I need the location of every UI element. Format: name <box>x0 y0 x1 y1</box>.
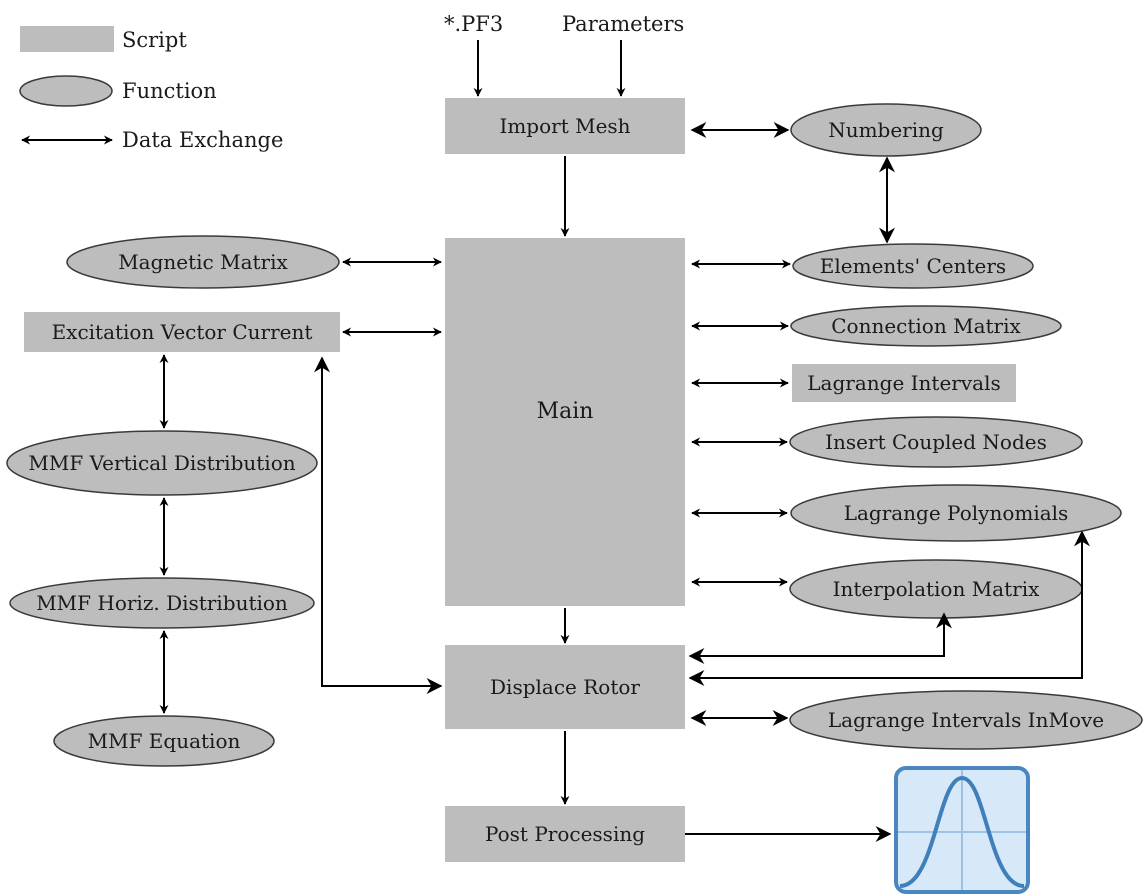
lagrange-polynomials-label: Lagrange Polynomials <box>844 501 1069 525</box>
connection-matrix-label: Connection Matrix <box>831 314 1021 338</box>
post-processing-box <box>445 806 685 862</box>
import-mesh-label: Import Mesh <box>499 114 630 138</box>
interpolation-matrix-label: Interpolation Matrix <box>833 577 1040 601</box>
legend-data-exchange-label: Data Exchange <box>122 128 283 152</box>
lagrange-intervals-label: Lagrange Intervals <box>807 371 1000 395</box>
legend-function-swatch <box>19 75 113 107</box>
lagrange-intervals-inmove-ellipse <box>789 690 1143 750</box>
exchange-excitation-displace-rotor <box>314 356 443 694</box>
legend-script-label: Script <box>122 28 187 52</box>
numbering-ellipse <box>790 103 982 157</box>
magnetic-matrix-ellipse <box>66 235 340 289</box>
numbering-label: Numbering <box>828 118 944 142</box>
main-label: Main <box>537 399 594 424</box>
legend: Script Function Data Exchange <box>19 26 283 152</box>
excitation-vector-current-box <box>24 312 340 352</box>
magnetic-matrix-label: Magnetic Matrix <box>118 250 288 274</box>
lagrange-intervals-box <box>792 364 1016 402</box>
mmf-equation-label: MMF Equation <box>88 729 241 753</box>
mmf-equation-ellipse <box>53 715 275 767</box>
exchange-displace-rotor-interpolation-matrix <box>688 612 952 664</box>
lagrange-intervals-inmove-label: Lagrange Intervals InMove <box>828 708 1104 732</box>
mmf-vertical-distribution-label: MMF Vertical Distribution <box>28 451 295 475</box>
input-pf3: *.PF3 <box>444 12 503 36</box>
connection-matrix-ellipse <box>790 305 1062 347</box>
excitation-vector-current-label: Excitation Vector Current <box>52 320 313 344</box>
legend-script-swatch <box>20 26 114 52</box>
input-parameters: Parameters <box>562 12 684 36</box>
mmf-horiz-distribution-label: MMF Horiz. Distribution <box>36 591 288 615</box>
post-processing-label: Post Processing <box>485 822 645 846</box>
exchange-displace-rotor-lagrange-polynomials <box>688 530 1090 686</box>
main-box <box>445 238 685 606</box>
legend-function-label: Function <box>122 79 217 103</box>
elements-centers-ellipse <box>792 243 1034 289</box>
bell-curve-plot-icon <box>894 766 1030 894</box>
insert-coupled-nodes-label: Insert Coupled Nodes <box>825 430 1047 454</box>
insert-coupled-nodes-ellipse <box>789 416 1083 468</box>
displace-rotor-label: Displace Rotor <box>490 675 640 699</box>
displace-rotor-box <box>445 645 685 729</box>
import-mesh-box <box>445 98 685 154</box>
elements-centers-label: Elements' Centers <box>820 254 1006 278</box>
